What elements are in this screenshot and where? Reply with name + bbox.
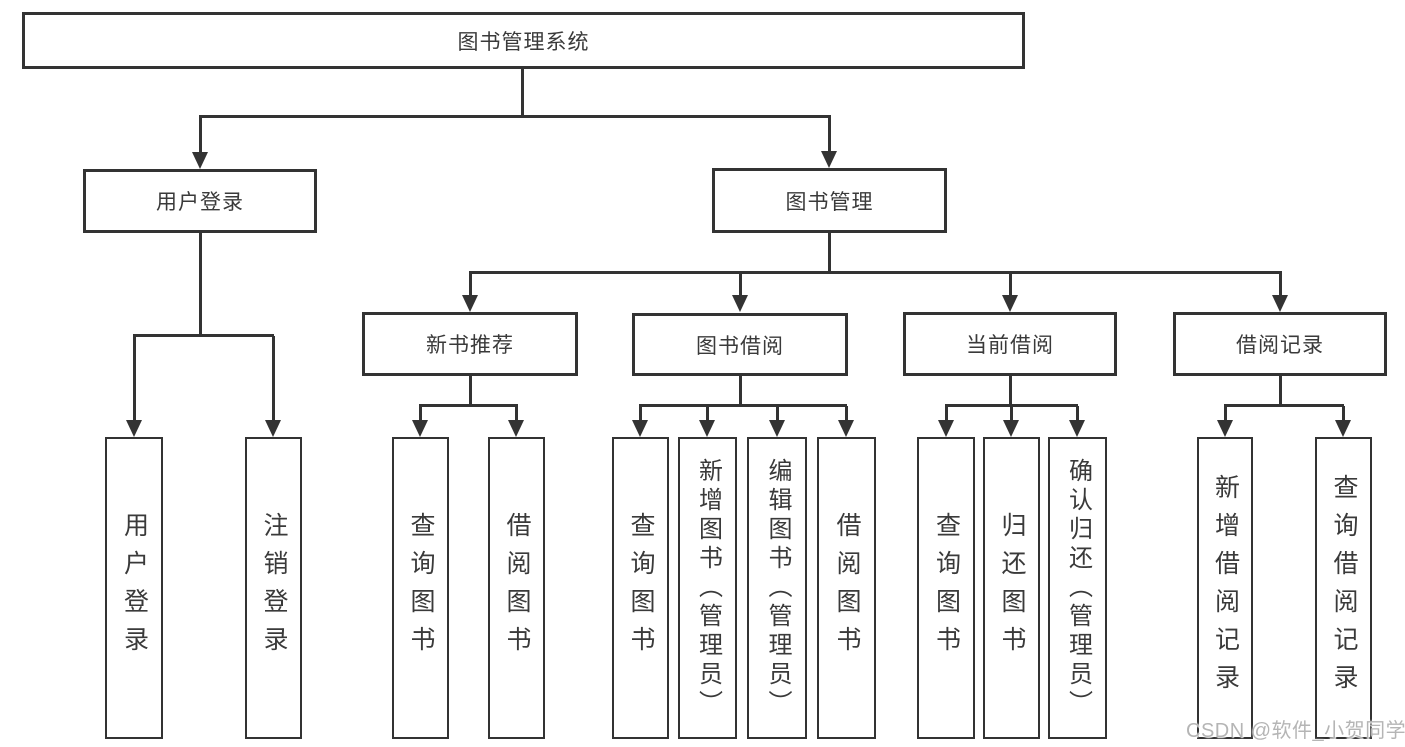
connector-line [1279,273,1282,299]
connector-line [1224,406,1227,422]
connector-line [1010,406,1013,422]
node-root: 图书管理系统 [22,12,1025,69]
connector-line [1224,404,1344,407]
leaf-add-borrow-record: 新增借阅记录 [1197,437,1253,739]
connector-line [776,406,779,422]
leaf-query-books-current-label: 查询图书 [932,512,961,664]
leaf-return-books-label: 归还图书 [998,512,1026,664]
connector-line [469,273,472,299]
node-borrow-records-label: 借阅记录 [1236,334,1324,357]
arrow-down-icon [462,295,478,312]
leaf-confirm-return-admin-label: 确认归还（管理员） [1064,457,1092,719]
leaf-add-borrow-record-label: 新增借阅记录 [1211,474,1240,702]
connector-line [739,273,742,299]
arrow-down-icon [1272,295,1288,312]
leaf-borrow-books-recommend-label: 借阅图书 [503,512,531,664]
node-book-borrow: 图书借阅 [632,313,848,376]
leaf-return-books: 归还图书 [983,437,1040,739]
connector-line [945,404,1078,407]
arrow-down-icon [508,420,524,437]
arrow-down-icon [1069,420,1085,437]
arrow-down-icon [1335,420,1351,437]
connector-line [1009,273,1012,299]
leaf-logout-label: 注销登录 [260,512,288,664]
node-book-management: 图书管理 [712,168,947,233]
arrow-down-icon [938,420,954,437]
leaf-user-login: 用户登录 [105,437,163,739]
leaf-query-books-borrow: 查询图书 [612,437,669,739]
arrow-down-icon [821,151,837,168]
connector-line [639,406,642,422]
connector-line [845,406,848,422]
leaf-query-books-current: 查询图书 [917,437,975,739]
connector-line [133,334,274,337]
node-borrow-records: 借阅记录 [1173,312,1387,376]
arrow-down-icon [1002,295,1018,312]
node-current-borrow-label: 当前借阅 [966,334,1054,357]
leaf-borrow-books-recommend: 借阅图书 [488,437,545,739]
watermark: CSDN @软件_小贺同学 [1186,720,1405,742]
connector-line [199,233,202,336]
node-book-borrow-label: 图书借阅 [696,334,784,358]
arrow-down-icon [1217,420,1233,437]
connector-line [272,336,275,422]
leaf-query-borrow-record: 查询借阅记录 [1315,437,1372,739]
connector-line [1342,406,1345,422]
node-user-login: 用户登录 [83,169,317,233]
node-root-label: 图书管理系统 [457,30,590,54]
connector-line [419,404,518,407]
leaf-edit-book-admin-label: 编辑图书（管理员） [764,457,791,719]
connector-line [1279,376,1282,406]
node-user-login-label: 用户登录 [156,191,244,214]
node-new-book-recommend-label: 新书推荐 [426,334,514,357]
arrow-down-icon [769,420,785,437]
connector-line [199,115,831,118]
leaf-query-books-borrow-label: 查询图书 [627,512,655,664]
leaf-edit-book-admin: 编辑图书（管理员） [747,437,807,739]
connector-line [828,115,831,155]
arrow-down-icon [838,420,854,437]
leaf-borrow-books-2: 借阅图书 [817,437,876,739]
arrow-down-icon [126,420,142,437]
arrow-down-icon [265,420,281,437]
node-current-borrow: 当前借阅 [903,312,1117,376]
arrow-down-icon [732,295,748,312]
connector-line [521,69,524,117]
connector-line [133,336,136,422]
connector-line [945,406,948,422]
leaf-add-book-admin-label: 新增图书（管理员） [694,457,722,719]
leaf-user-login-label: 用户登录 [120,512,149,664]
leaf-query-books-recommend-label: 查询图书 [407,512,435,664]
connector-line [739,376,742,406]
node-book-management-label: 图书管理 [785,190,874,214]
arrow-down-icon [412,420,428,437]
leaf-confirm-return-admin: 确认归还（管理员） [1048,437,1107,739]
leaf-query-borrow-record-label: 查询借阅记录 [1330,474,1358,702]
connector-line [515,406,518,422]
arrow-down-icon [699,420,715,437]
connector-line [469,271,1282,274]
arrow-down-icon [192,152,208,169]
leaf-logout: 注销登录 [245,437,302,739]
connector-line [469,376,472,406]
connector-line [1009,376,1012,406]
connector-line [1076,406,1079,422]
leaf-query-books-recommend: 查询图书 [392,437,449,739]
connector-line [828,233,831,273]
arrow-down-icon [1003,420,1019,437]
connector-line [419,406,422,422]
connector-line [199,115,202,155]
leaf-add-book-admin: 新增图书（管理员） [678,437,737,739]
connector-line [639,404,847,407]
leaf-borrow-books-2-label: 借阅图书 [833,512,861,664]
arrow-down-icon [632,420,648,437]
node-new-book-recommend: 新书推荐 [362,312,578,376]
connector-line [706,406,709,422]
